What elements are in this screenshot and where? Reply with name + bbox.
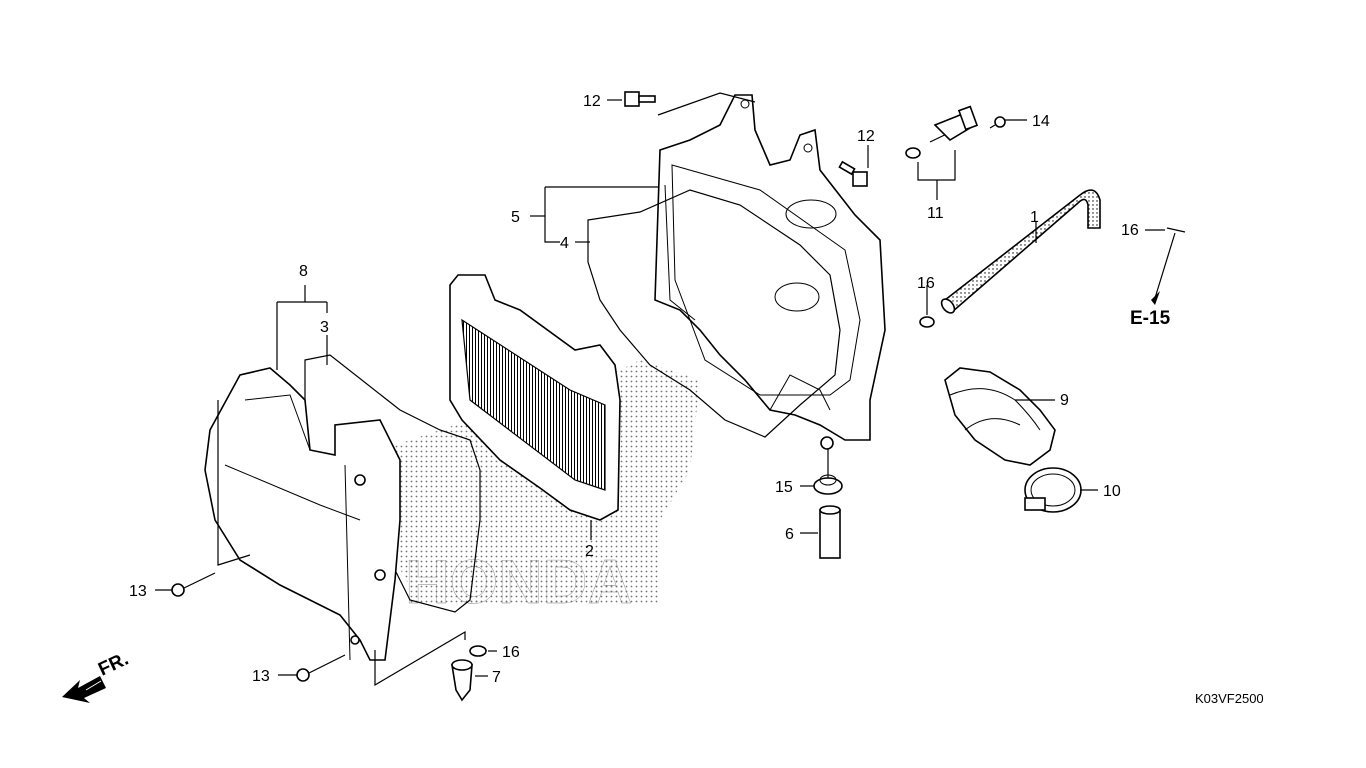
callout-labels: 1 2 3 4 5 6 7 8 9 10 11 12 12 13 13 14 1… xyxy=(129,93,1264,706)
screw-13-lower xyxy=(296,654,346,682)
housing-seal xyxy=(587,189,841,438)
callout-12-left: 12 xyxy=(583,93,601,110)
drain-tube-6 xyxy=(819,505,841,559)
clip-16-right xyxy=(1166,227,1186,233)
clip-16-bottom xyxy=(469,645,487,657)
bolt-12-right xyxy=(838,160,868,187)
callout-13-lower: 13 xyxy=(252,668,270,685)
callout-8: 8 xyxy=(299,263,308,280)
callout-16-mid: 16 xyxy=(917,275,935,292)
callout-10: 10 xyxy=(1103,483,1121,500)
callout-14: 14 xyxy=(1032,113,1050,130)
callout-15: 15 xyxy=(775,479,793,496)
callout-9: 9 xyxy=(1060,392,1069,409)
breather-tube xyxy=(940,189,1101,314)
front-direction-arrow-icon: FR. xyxy=(62,649,132,703)
sensor xyxy=(905,105,979,159)
callout-16-right: 16 xyxy=(1121,222,1139,239)
diagram-code: K03VF2500 xyxy=(1195,691,1264,706)
air-cleaner-housing xyxy=(654,94,886,450)
callout-11: 11 xyxy=(927,205,944,222)
callout-1: 1 xyxy=(1030,209,1039,226)
callout-3: 3 xyxy=(320,319,329,336)
bolt-12-left xyxy=(624,91,656,107)
front-label: FR. xyxy=(95,649,132,681)
reference-e15: E-15 xyxy=(1130,308,1171,329)
callout-12-right: 12 xyxy=(857,128,875,145)
callout-2: 2 xyxy=(585,543,594,560)
screw-14 xyxy=(989,116,1006,129)
callout-5: 5 xyxy=(511,209,520,226)
callout-4: 4 xyxy=(560,235,569,252)
air-cleaner-cover xyxy=(204,367,401,661)
leader-lines xyxy=(155,92,1176,687)
connecting-tube xyxy=(944,367,1056,466)
callout-13-upper: 13 xyxy=(129,583,147,600)
drain-plug-7 xyxy=(451,659,473,702)
svg-text:HONDA: HONDA xyxy=(405,548,632,617)
callout-6: 6 xyxy=(785,526,794,543)
callout-16-bottom: 16 xyxy=(502,644,520,661)
screw-13-upper xyxy=(171,572,216,597)
tube-band xyxy=(1024,467,1082,513)
clip-16-top xyxy=(919,316,935,328)
callout-7: 7 xyxy=(492,669,501,686)
air-cleaner-element xyxy=(449,274,621,521)
